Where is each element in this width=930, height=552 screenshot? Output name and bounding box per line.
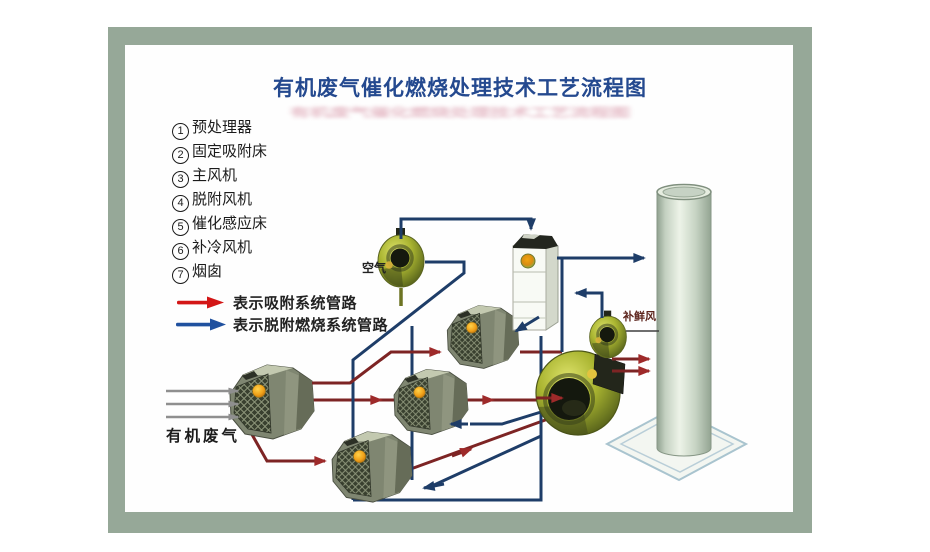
item-number: 1 bbox=[172, 123, 189, 140]
chimney bbox=[656, 183, 712, 457]
item-label: 固定吸附床 bbox=[192, 143, 268, 160]
preprocessor-machine bbox=[229, 364, 315, 440]
fresh-air-label: 补鲜风 bbox=[622, 309, 656, 323]
air-label: 空气 bbox=[362, 260, 386, 275]
item-label: 主风机 bbox=[192, 167, 238, 184]
item-number: 6 bbox=[172, 243, 189, 260]
item-number: 7 bbox=[172, 267, 189, 284]
item-number: 2 bbox=[172, 147, 189, 164]
item-label: 烟囱 bbox=[192, 263, 223, 280]
waste-gas-label: 有机废气 bbox=[166, 426, 240, 445]
legend-desorption-label: 表示脱附燃烧系统管路 bbox=[233, 316, 389, 334]
adsorption-bed-1 bbox=[331, 431, 413, 503]
item-number: 5 bbox=[172, 219, 189, 236]
legend-adsorption: 表示吸附系统管路 bbox=[176, 294, 358, 312]
cooling-fan bbox=[588, 309, 628, 360]
main-fan bbox=[535, 350, 626, 436]
item-number: 3 bbox=[172, 171, 189, 188]
adsorption-pipes bbox=[302, 347, 651, 466]
catalytic-bed-vessel bbox=[512, 234, 559, 331]
item-label: 补冷风机 bbox=[192, 239, 253, 256]
red-arrow-icon bbox=[177, 296, 224, 308]
adsorption-bed-3 bbox=[446, 305, 520, 369]
pipes-front bbox=[166, 217, 659, 491]
item-label: 催化感应床 bbox=[192, 215, 268, 232]
blue-arrow-icon bbox=[176, 318, 226, 330]
desorption-pipes bbox=[399, 217, 646, 491]
page-title: 有机废气催化燃烧处理技术工艺流程图 bbox=[273, 77, 647, 100]
waste-gas-arrows bbox=[166, 387, 240, 421]
item-number: 4 bbox=[172, 195, 189, 212]
item-label: 脱附风机 bbox=[192, 191, 253, 208]
legend-adsorption-label: 表示吸附系统管路 bbox=[233, 294, 358, 312]
item-label: 预处理器 bbox=[192, 119, 253, 136]
legend-desorption: 表示脱附燃烧系统管路 bbox=[176, 316, 389, 334]
